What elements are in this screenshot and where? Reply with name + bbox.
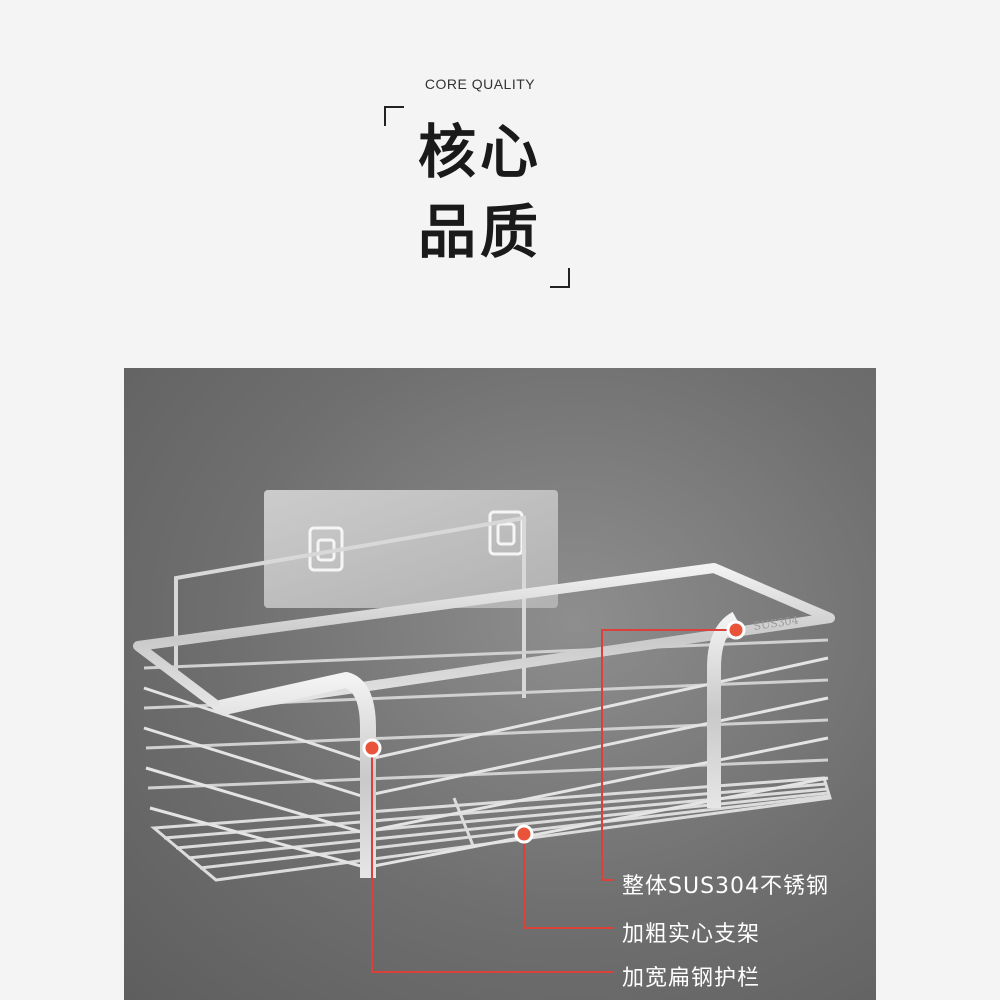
corner-bracket-bottom-right xyxy=(550,268,570,288)
title-line-2: 品质 xyxy=(417,198,542,266)
callout-lines xyxy=(371,629,736,973)
base-grid xyxy=(150,776,832,882)
callout-label-rail: 加宽扁钢护栏 xyxy=(622,966,761,991)
callout-label-material: 整体SUS304不锈钢 xyxy=(622,874,830,899)
callout-dot-rail xyxy=(362,738,382,758)
adhesive-plate xyxy=(264,490,558,608)
shelf-illustration: SUS304 xyxy=(133,490,835,973)
back-frame xyxy=(174,515,526,698)
support-bracket-left xyxy=(218,672,376,878)
top-rim xyxy=(133,563,835,713)
callout-dot-material xyxy=(726,620,746,640)
callout-label-support: 加粗实心支架 xyxy=(622,922,761,947)
corner-bracket-top-left xyxy=(384,106,404,126)
product-photo: SUS304 整体SUS304不锈钢 加粗实心支架 加宽扁钢护栏 xyxy=(124,368,876,1000)
back-wires xyxy=(143,638,829,790)
title-line-1: 核心 xyxy=(417,118,542,186)
callout-dots xyxy=(362,620,746,844)
support-bracket-right xyxy=(707,611,740,808)
material-stamp: SUS304 xyxy=(753,614,800,633)
subtitle: CORE QUALITY xyxy=(424,76,536,92)
callout-dot-support xyxy=(514,824,534,844)
header-section: CORE QUALITY 核心 品质 xyxy=(0,0,1000,368)
